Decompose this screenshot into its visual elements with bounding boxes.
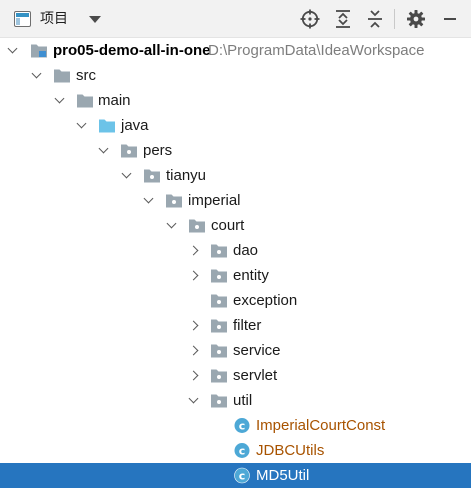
- node-label: util: [233, 392, 253, 409]
- tree-row-src[interactable]: src: [0, 63, 471, 88]
- gear-icon[interactable]: [404, 7, 428, 31]
- chevron-down-icon[interactable]: [142, 193, 156, 207]
- tree-row-project[interactable]: pro05-demo-all-in-one D:\ProgramData\Ide…: [0, 38, 471, 63]
- tree-row-util[interactable]: util: [0, 388, 471, 413]
- chevron-down-icon[interactable]: [6, 43, 20, 57]
- node-label: JDBCUtils: [256, 442, 325, 459]
- node-label: pers: [143, 142, 173, 159]
- expand-all-icon[interactable]: [331, 7, 355, 31]
- module-folder-icon: [30, 42, 48, 59]
- locate-icon[interactable]: [298, 7, 322, 31]
- node-label: service: [233, 342, 281, 359]
- svg-text:c: c: [239, 445, 246, 458]
- tree-row-entity[interactable]: entity: [0, 263, 471, 288]
- tree-row-java[interactable]: java: [0, 113, 471, 138]
- tree-row-pers[interactable]: pers: [0, 138, 471, 163]
- chevron-down-icon[interactable]: [97, 143, 111, 157]
- package-icon: [210, 242, 228, 259]
- package-icon: [210, 342, 228, 359]
- node-label: ImperialCourtConst: [256, 417, 386, 434]
- view-title[interactable]: 项目: [40, 11, 68, 27]
- tree-row-dao[interactable]: dao: [0, 238, 471, 263]
- chevron-down-icon[interactable]: [88, 10, 102, 28]
- tree-row-md5-util[interactable]: c MD5Util: [0, 463, 471, 488]
- tree-row-tianyu[interactable]: tianyu: [0, 163, 471, 188]
- chevron-down-icon[interactable]: [53, 93, 67, 107]
- node-label: dao: [233, 242, 259, 259]
- tree-row-service[interactable]: service: [0, 338, 471, 363]
- node-label: java: [121, 117, 149, 134]
- package-icon: [210, 292, 228, 309]
- node-label: MD5Util: [256, 467, 310, 484]
- node-label: court: [211, 217, 245, 234]
- node-label: servlet: [233, 367, 278, 384]
- hide-icon[interactable]: [438, 7, 462, 31]
- java-class-icon: c: [233, 417, 251, 434]
- toolbar-separator: [394, 9, 395, 29]
- package-icon: [188, 217, 206, 234]
- folder-icon: [76, 92, 94, 109]
- package-icon: [165, 192, 183, 209]
- java-class-icon: c: [233, 442, 251, 459]
- node-label: entity: [233, 267, 269, 284]
- chevron-down-icon[interactable]: [30, 68, 44, 82]
- package-icon: [210, 367, 228, 384]
- svg-text:c: c: [239, 420, 246, 433]
- package-icon: [210, 267, 228, 284]
- chevron-down-icon[interactable]: [165, 218, 179, 232]
- tree-row-filter[interactable]: filter: [0, 313, 471, 338]
- collapse-all-icon[interactable]: [363, 7, 387, 31]
- package-icon: [210, 392, 228, 409]
- project-path: D:\ProgramData\IdeaWorkspace: [208, 42, 425, 59]
- node-label: exception: [233, 292, 298, 309]
- tree-row-imperial[interactable]: imperial: [0, 188, 471, 213]
- folder-icon: [53, 67, 71, 84]
- tree-row-imperial-court-const[interactable]: c ImperialCourtConst: [0, 413, 471, 438]
- node-label: tianyu: [166, 167, 207, 184]
- node-label: filter: [233, 317, 262, 334]
- chevron-down-icon[interactable]: [187, 393, 201, 407]
- svg-text:c: c: [239, 470, 246, 483]
- java-class-icon: c: [233, 467, 251, 484]
- source-folder-icon: [98, 117, 116, 134]
- project-name: pro05-demo-all-in-one: [53, 42, 211, 59]
- package-icon: [210, 317, 228, 334]
- tree-row-servlet[interactable]: servlet: [0, 363, 471, 388]
- chevron-down-icon[interactable]: [75, 118, 89, 132]
- tree-row-court[interactable]: court: [0, 213, 471, 238]
- package-icon: [120, 142, 138, 159]
- project-view-icon: [14, 11, 31, 27]
- chevron-down-icon[interactable]: [120, 168, 134, 182]
- tree-row-jdbc-utils[interactable]: c JDBCUtils: [0, 438, 471, 463]
- chevron-right-icon[interactable]: [189, 343, 203, 357]
- project-toolbar: 项目: [0, 0, 471, 38]
- tree-row-exception[interactable]: exception: [0, 288, 471, 313]
- chevron-right-icon[interactable]: [189, 243, 203, 257]
- chevron-right-icon[interactable]: [189, 268, 203, 282]
- node-label: imperial: [188, 192, 241, 209]
- chevron-right-icon[interactable]: [189, 318, 203, 332]
- node-label: main: [98, 92, 131, 109]
- package-icon: [143, 167, 161, 184]
- chevron-right-icon[interactable]: [189, 368, 203, 382]
- tree-row-main[interactable]: main: [0, 88, 471, 113]
- node-label: src: [76, 67, 96, 84]
